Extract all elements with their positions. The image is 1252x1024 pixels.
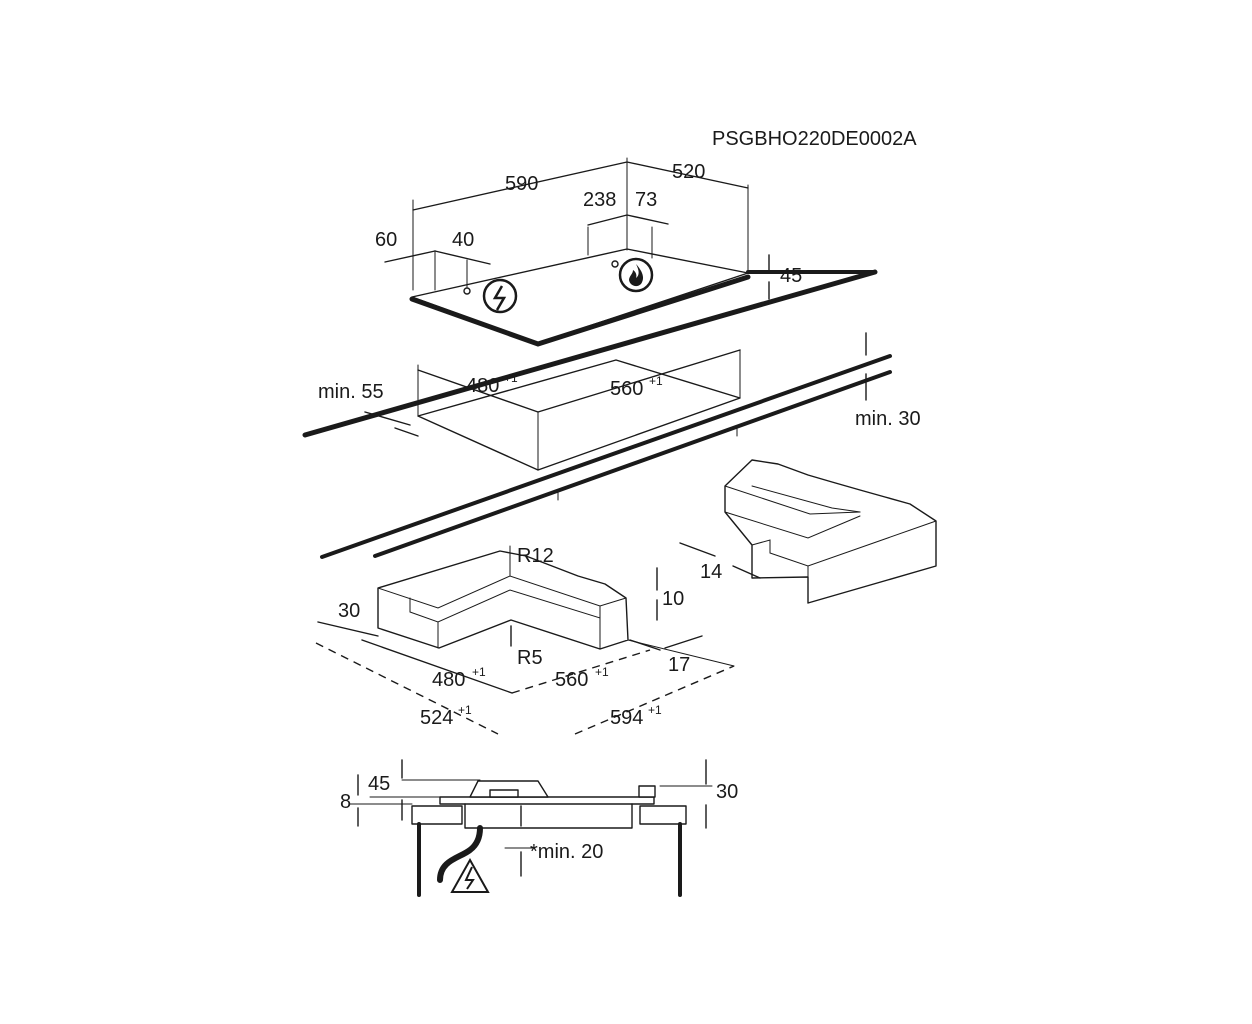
dim-section-8: 8 [340, 791, 351, 813]
svg-text:+1: +1 [648, 703, 662, 717]
section-hob-glass [439, 796, 655, 805]
dim-gap-17: 17 [668, 654, 690, 676]
dim-depth-520: 520 [672, 161, 705, 183]
worktop-left [411, 805, 463, 825]
section-view: 45 8 30 *min. 20 [340, 759, 738, 897]
frame-detail-lower: R12 R5 30 10 17 480 +1 560 +1 524 +1 594… [315, 545, 735, 735]
electric-warning-icon [450, 857, 490, 893]
dim-lip-10: 10 [662, 588, 684, 610]
svg-text:+1: +1 [458, 703, 472, 717]
dim-cutout-depth: 480 [466, 375, 499, 397]
dim-inlet-73: 73 [635, 189, 657, 211]
hob-front-edge [409, 274, 751, 347]
dim-frame-480: 480 [432, 669, 465, 691]
power-cable [437, 825, 483, 883]
dim-radius-12: R12 [517, 545, 554, 567]
svg-text:+1: +1 [504, 371, 518, 385]
dim-radius-5: R5 [517, 647, 543, 669]
dim-min-30: min. 30 [855, 408, 921, 430]
dim-min-55: min. 55 [318, 381, 384, 403]
document-code: PSGBHO220DE0002A [712, 128, 917, 150]
electric-connection-icon [482, 278, 518, 314]
gas-connection-icon [618, 257, 654, 293]
worktop-right [639, 805, 687, 825]
dim-inlet-238: 238 [583, 189, 616, 211]
dim-outer-594: 594 [610, 707, 643, 729]
svg-text:+1: +1 [595, 665, 609, 679]
dim-frame-14: 14 [700, 561, 722, 583]
dim-min-20: *min. 20 [530, 841, 603, 863]
dim-side-30: 30 [338, 600, 360, 622]
frame-section-right [724, 459, 937, 604]
dim-frame-560: 560 [555, 669, 588, 691]
dim-section-45: 45 [368, 773, 390, 795]
frame-detail-right: 14 [679, 459, 937, 604]
section-knob [638, 785, 656, 798]
dim-outer-524: 524 [420, 707, 453, 729]
dim-terminal-40: 40 [452, 229, 474, 251]
dim-cutout-width: 560 [610, 378, 643, 400]
worktop-cutout: 480 +1 560 +1 min. 55 min. 30 [302, 269, 921, 559]
dim-height-45: 45 [780, 265, 802, 287]
hob-perspective: 590 520 238 73 60 40 45 [375, 157, 877, 347]
svg-text:+1: +1 [649, 374, 663, 388]
dim-section-30: 30 [716, 781, 738, 803]
section-hob-body [464, 803, 633, 829]
dim-width-590: 590 [505, 173, 538, 195]
dim-terminal-60: 60 [375, 229, 397, 251]
svg-text:+1: +1 [472, 665, 486, 679]
